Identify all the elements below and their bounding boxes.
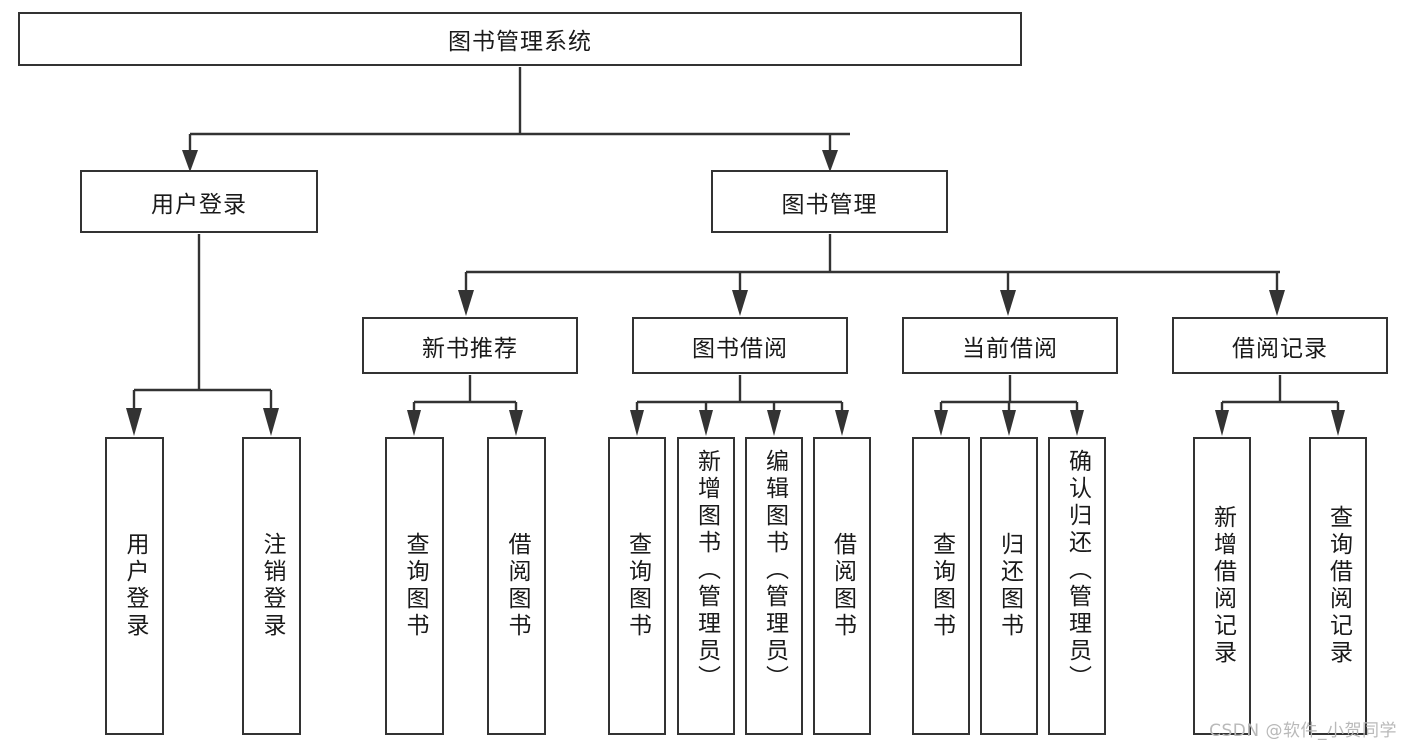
node-label: 查询图书	[624, 532, 651, 640]
arrow-head-icon	[835, 410, 849, 436]
node-leaf-borrow-book[interactable]: 借阅图书	[813, 437, 871, 735]
arrow-head-icon	[1002, 410, 1016, 436]
node-leaf-query-borrow-record[interactable]: 查询借阅记录	[1309, 437, 1367, 735]
node-leaf-add-book-admin[interactable]: 新增图书（管理员）	[677, 437, 735, 735]
arrow-head-icon	[699, 410, 713, 436]
node-leaf-user-login[interactable]: 用户登录	[105, 437, 164, 735]
node-leaf-edit-book-admin[interactable]: 编辑图书（管理员）	[745, 437, 803, 735]
arrow-head-icon	[934, 410, 948, 436]
node-label: 借阅记录	[1232, 335, 1328, 362]
node-root-book-management-system[interactable]: 图书管理系统	[18, 12, 1022, 66]
arrow-head-icon	[1269, 290, 1285, 316]
node-label: 图书管理	[781, 191, 878, 218]
node-user-login[interactable]: 用户登录	[80, 170, 318, 233]
arrow-head-icon	[1000, 290, 1016, 316]
node-label: 确认归还（管理员）	[1064, 449, 1091, 692]
node-label: 用户登录	[122, 532, 148, 640]
node-book-management[interactable]: 图书管理	[711, 170, 948, 233]
node-leaf-add-borrow-record[interactable]: 新增借阅记录	[1193, 437, 1251, 735]
node-label: 查询借阅记录	[1325, 505, 1352, 667]
node-label: 图书管理系统	[448, 29, 592, 55]
node-label: 当前借阅	[962, 335, 1058, 362]
node-label: 用户登录	[151, 191, 247, 218]
node-label: 借阅图书	[829, 532, 856, 640]
arrow-head-icon	[1070, 410, 1084, 436]
node-leaf-return-book[interactable]: 归还图书	[980, 437, 1038, 735]
node-label: 新增借阅记录	[1209, 505, 1236, 667]
node-label: 编辑图书（管理员）	[761, 449, 788, 692]
node-label: 新书推荐	[422, 335, 518, 362]
node-label: 图书借阅	[692, 335, 788, 362]
arrow-head-icon	[767, 410, 781, 436]
node-label: 借阅图书	[504, 532, 530, 640]
arrow-head-icon	[822, 150, 838, 172]
node-leaf-query-book-borrow[interactable]: 查询图书	[608, 437, 666, 735]
arrow-head-icon	[458, 290, 474, 316]
arrow-head-icon	[509, 410, 523, 436]
arrow-head-icon	[182, 150, 198, 172]
node-leaf-logout[interactable]: 注销登录	[242, 437, 301, 735]
node-current-borrow[interactable]: 当前借阅	[902, 317, 1118, 374]
node-leaf-borrow-book-recommend[interactable]: 借阅图书	[487, 437, 546, 735]
arrow-head-icon	[126, 408, 142, 436]
arrow-head-icon	[263, 408, 279, 436]
arrow-head-icon	[630, 410, 644, 436]
node-leaf-confirm-return-admin[interactable]: 确认归还（管理员）	[1048, 437, 1106, 735]
node-label: 新增图书（管理员）	[693, 449, 720, 692]
node-leaf-query-book-current[interactable]: 查询图书	[912, 437, 970, 735]
arrow-head-icon	[1331, 410, 1345, 436]
arrow-head-icon	[1215, 410, 1229, 436]
node-borrow-record[interactable]: 借阅记录	[1172, 317, 1388, 374]
node-leaf-query-book-recommend[interactable]: 查询图书	[385, 437, 444, 735]
node-new-book-recommend[interactable]: 新书推荐	[362, 317, 578, 374]
node-label: 查询图书	[928, 532, 955, 640]
node-label: 查询图书	[402, 532, 428, 640]
arrow-head-icon	[407, 410, 421, 436]
node-book-borrow[interactable]: 图书借阅	[632, 317, 848, 374]
node-label: 注销登录	[259, 532, 285, 640]
node-label: 归还图书	[996, 532, 1023, 640]
arrow-head-icon	[732, 290, 748, 316]
